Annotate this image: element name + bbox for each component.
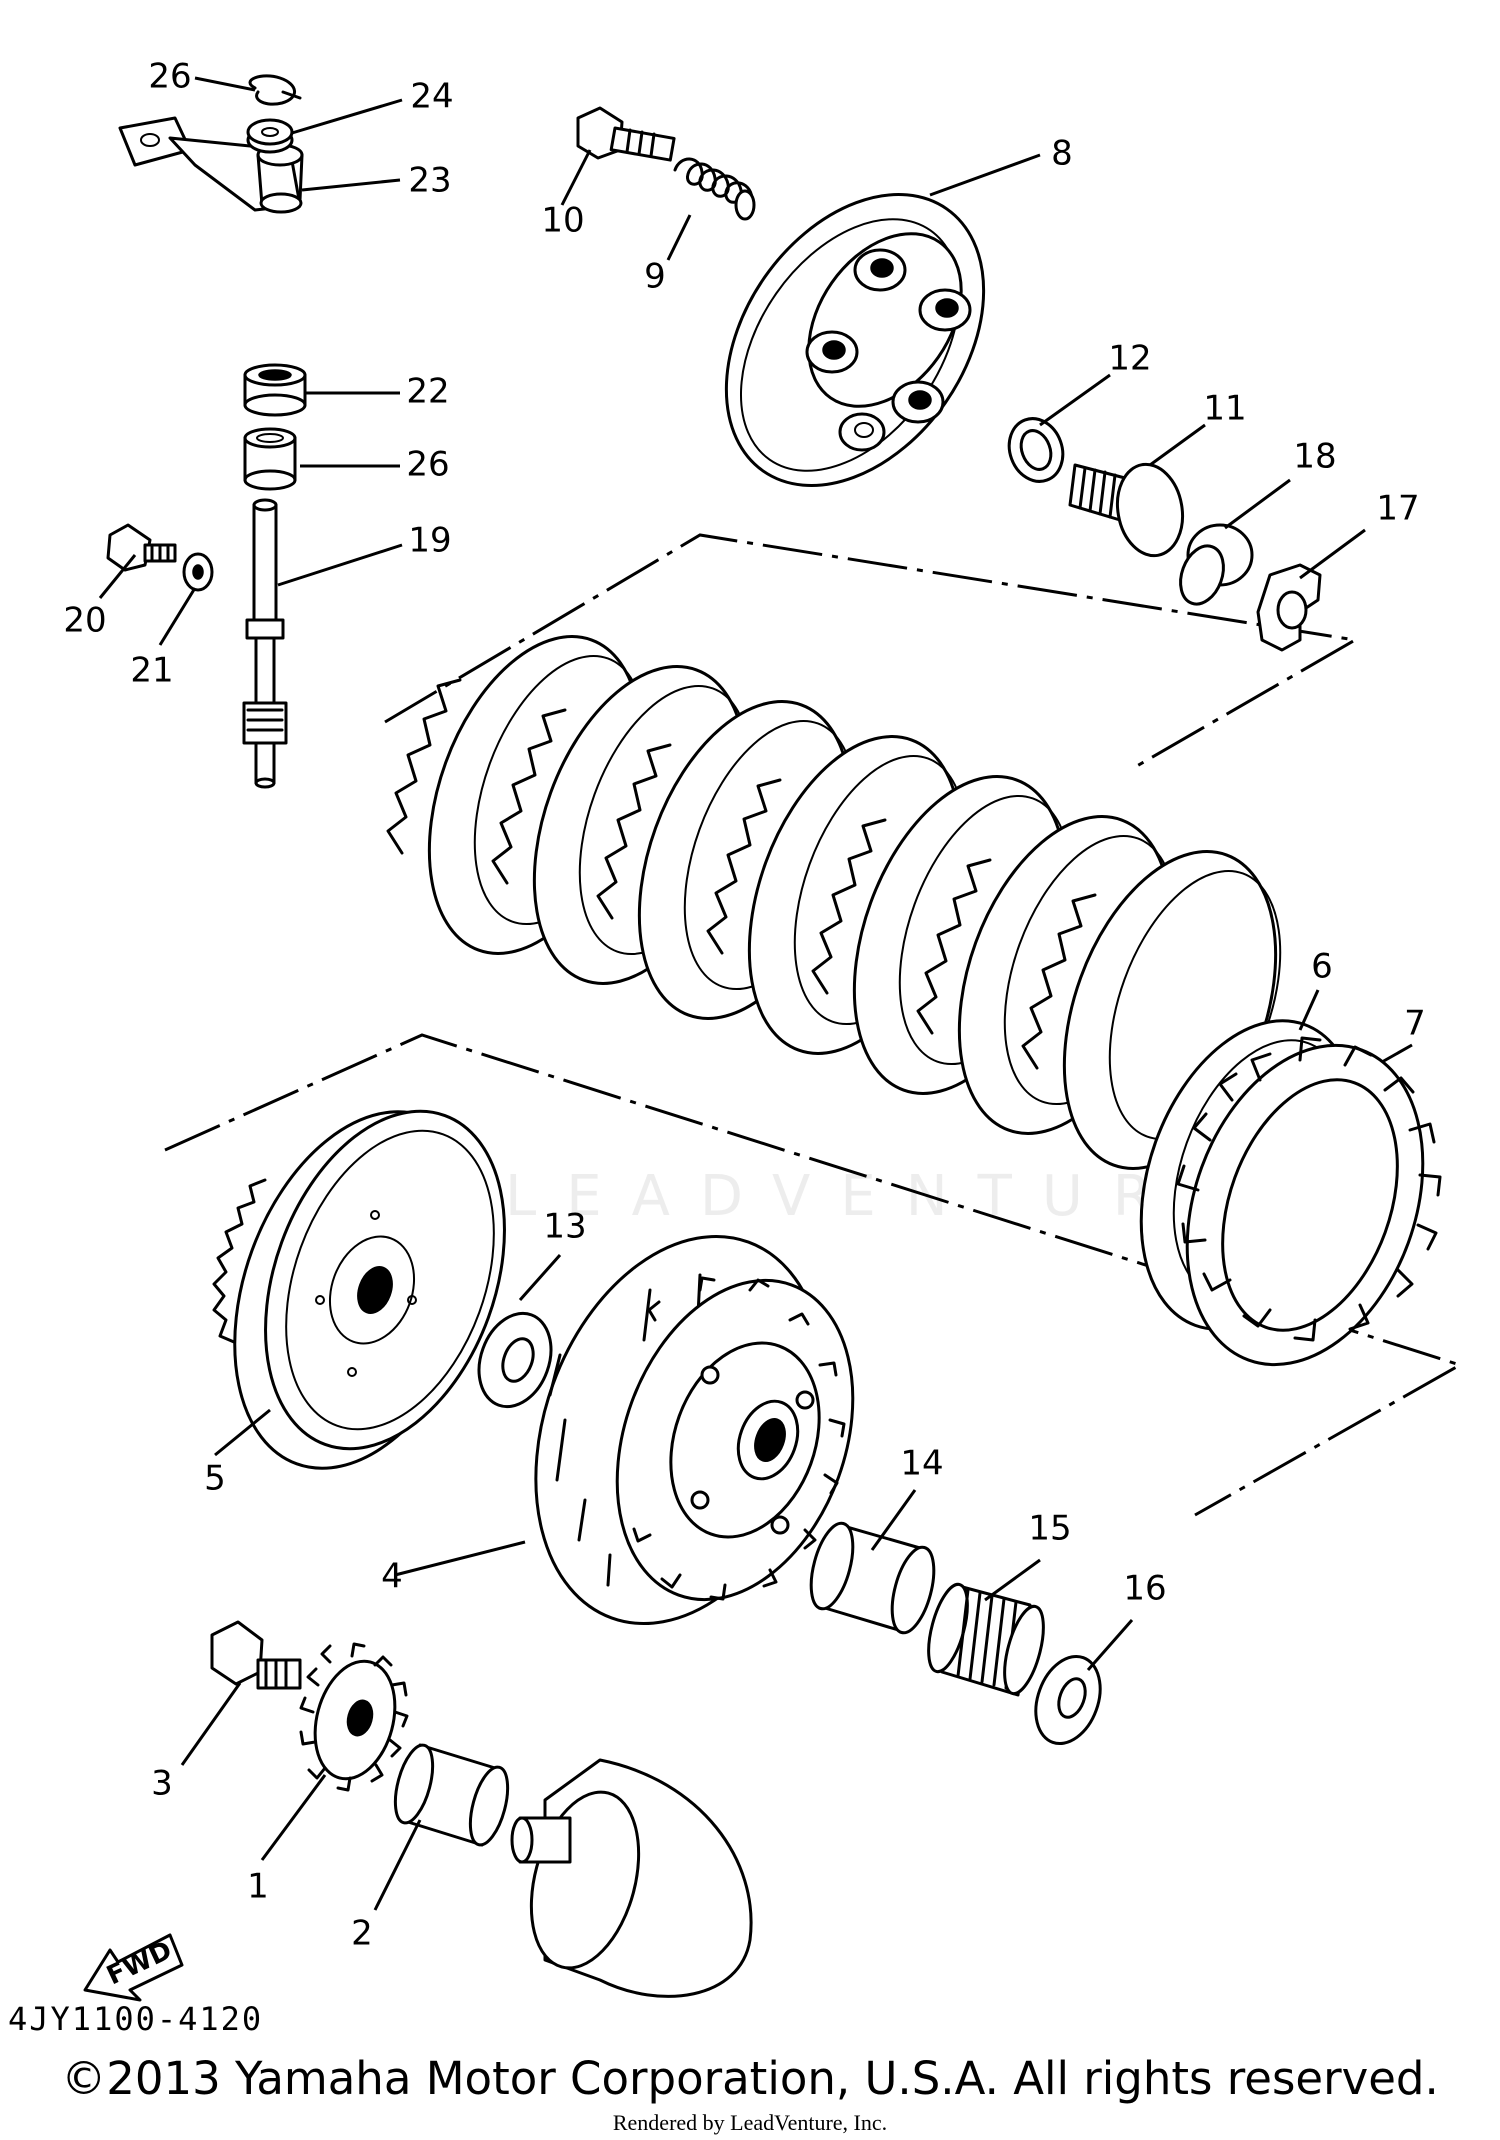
callout-11: 11 [1203, 389, 1246, 429]
callout-1: 1 [247, 1867, 269, 1907]
callout-14: 14 [900, 1444, 943, 1484]
callout-13: 13 [543, 1207, 586, 1247]
push-rod-part-11[interactable] [1068, 459, 1190, 561]
callout-2: 2 [351, 1914, 373, 1954]
callout-22: 22 [406, 372, 449, 412]
circlip-part-25[interactable] [248, 74, 302, 106]
primary-driven-gear-part-5[interactable] [189, 1077, 549, 1503]
callout-10: 10 [541, 201, 584, 241]
callout-17: 17 [1376, 489, 1419, 529]
bush-part-26[interactable] [243, 427, 297, 491]
bolt-part-20[interactable] [106, 523, 177, 572]
pressure-plate-part-8[interactable] [673, 146, 1037, 534]
oil-seal-part-22[interactable] [243, 363, 307, 417]
callout-21: 21 [130, 651, 173, 691]
clutch-plate-stack [386, 635, 1282, 1170]
leader-lines [98, 76, 1413, 1911]
callout-4: 4 [381, 1557, 403, 1597]
crankshaft-end [510, 1758, 753, 1998]
washer-part-21[interactable] [182, 552, 214, 592]
callout-26: 26 [406, 445, 449, 485]
watermark: LEADVENTURE [505, 1164, 1247, 1229]
callout-12: 12 [1108, 339, 1151, 379]
push-lever-part[interactable] [118, 116, 304, 214]
pressure-plate-bosses [805, 248, 972, 452]
circlip-part-17[interactable] [1256, 563, 1322, 652]
bolt-part-3[interactable] [210, 1620, 302, 1690]
callout-numbers: 26 24 23 10 9 8 12 11 18 17 22 26 19 20 … [63, 57, 1425, 1954]
rendered-by-credit: Rendered by LeadVenture, Inc. [612, 2110, 888, 2135]
callout-5: 5 [204, 1459, 226, 1499]
washer-part-12[interactable] [1001, 411, 1072, 489]
thrust-washer-part-13[interactable] [467, 1303, 564, 1416]
watermark-text: LEADVENTURE [505, 1164, 1247, 1229]
callout-15: 15 [1028, 1509, 1071, 1549]
callout-19: 19 [408, 521, 451, 561]
clutch-plate-part-7[interactable] [1145, 1012, 1465, 1397]
callout-25: 26 [148, 57, 191, 97]
fwd-arrow-icon: FWD [83, 1933, 184, 2002]
callout-16: 16 [1123, 1569, 1166, 1609]
spacer-part-14[interactable] [803, 1519, 942, 1637]
callout-24: 24 [410, 77, 453, 117]
callout-9: 9 [644, 257, 666, 297]
washer-part-16[interactable] [1024, 1647, 1111, 1752]
washer-part-24[interactable] [246, 118, 294, 154]
callout-7: 7 [1404, 1004, 1426, 1044]
callout-20: 20 [63, 601, 106, 641]
push-lever-shaft-part-19[interactable] [242, 498, 288, 789]
diagram-code: 4JY1100-4120 [8, 2000, 264, 2038]
primary-drive-gear-part-1[interactable] [299, 1642, 409, 1792]
callout-6: 6 [1311, 947, 1333, 987]
callout-23: 23 [408, 161, 451, 201]
clutch-housing-part-4[interactable] [485, 1196, 895, 1664]
callout-8: 8 [1051, 134, 1073, 174]
plates-group-outline-upper [384, 533, 1360, 772]
bolt-part-10[interactable] [576, 106, 676, 162]
compression-spring-part-9[interactable] [673, 157, 756, 221]
plates-group-outline-lower [164, 1033, 1464, 1517]
needle-bearing-part-15[interactable] [921, 1580, 1051, 1697]
callout-18: 18 [1293, 437, 1336, 477]
bearing-part-18[interactable] [1173, 523, 1254, 610]
copyright-notice: ©2013 Yamaha Motor Corporation, U.S.A. A… [61, 2052, 1439, 2105]
callout-3: 3 [151, 1764, 173, 1804]
collar-part-2[interactable] [388, 1741, 515, 1849]
